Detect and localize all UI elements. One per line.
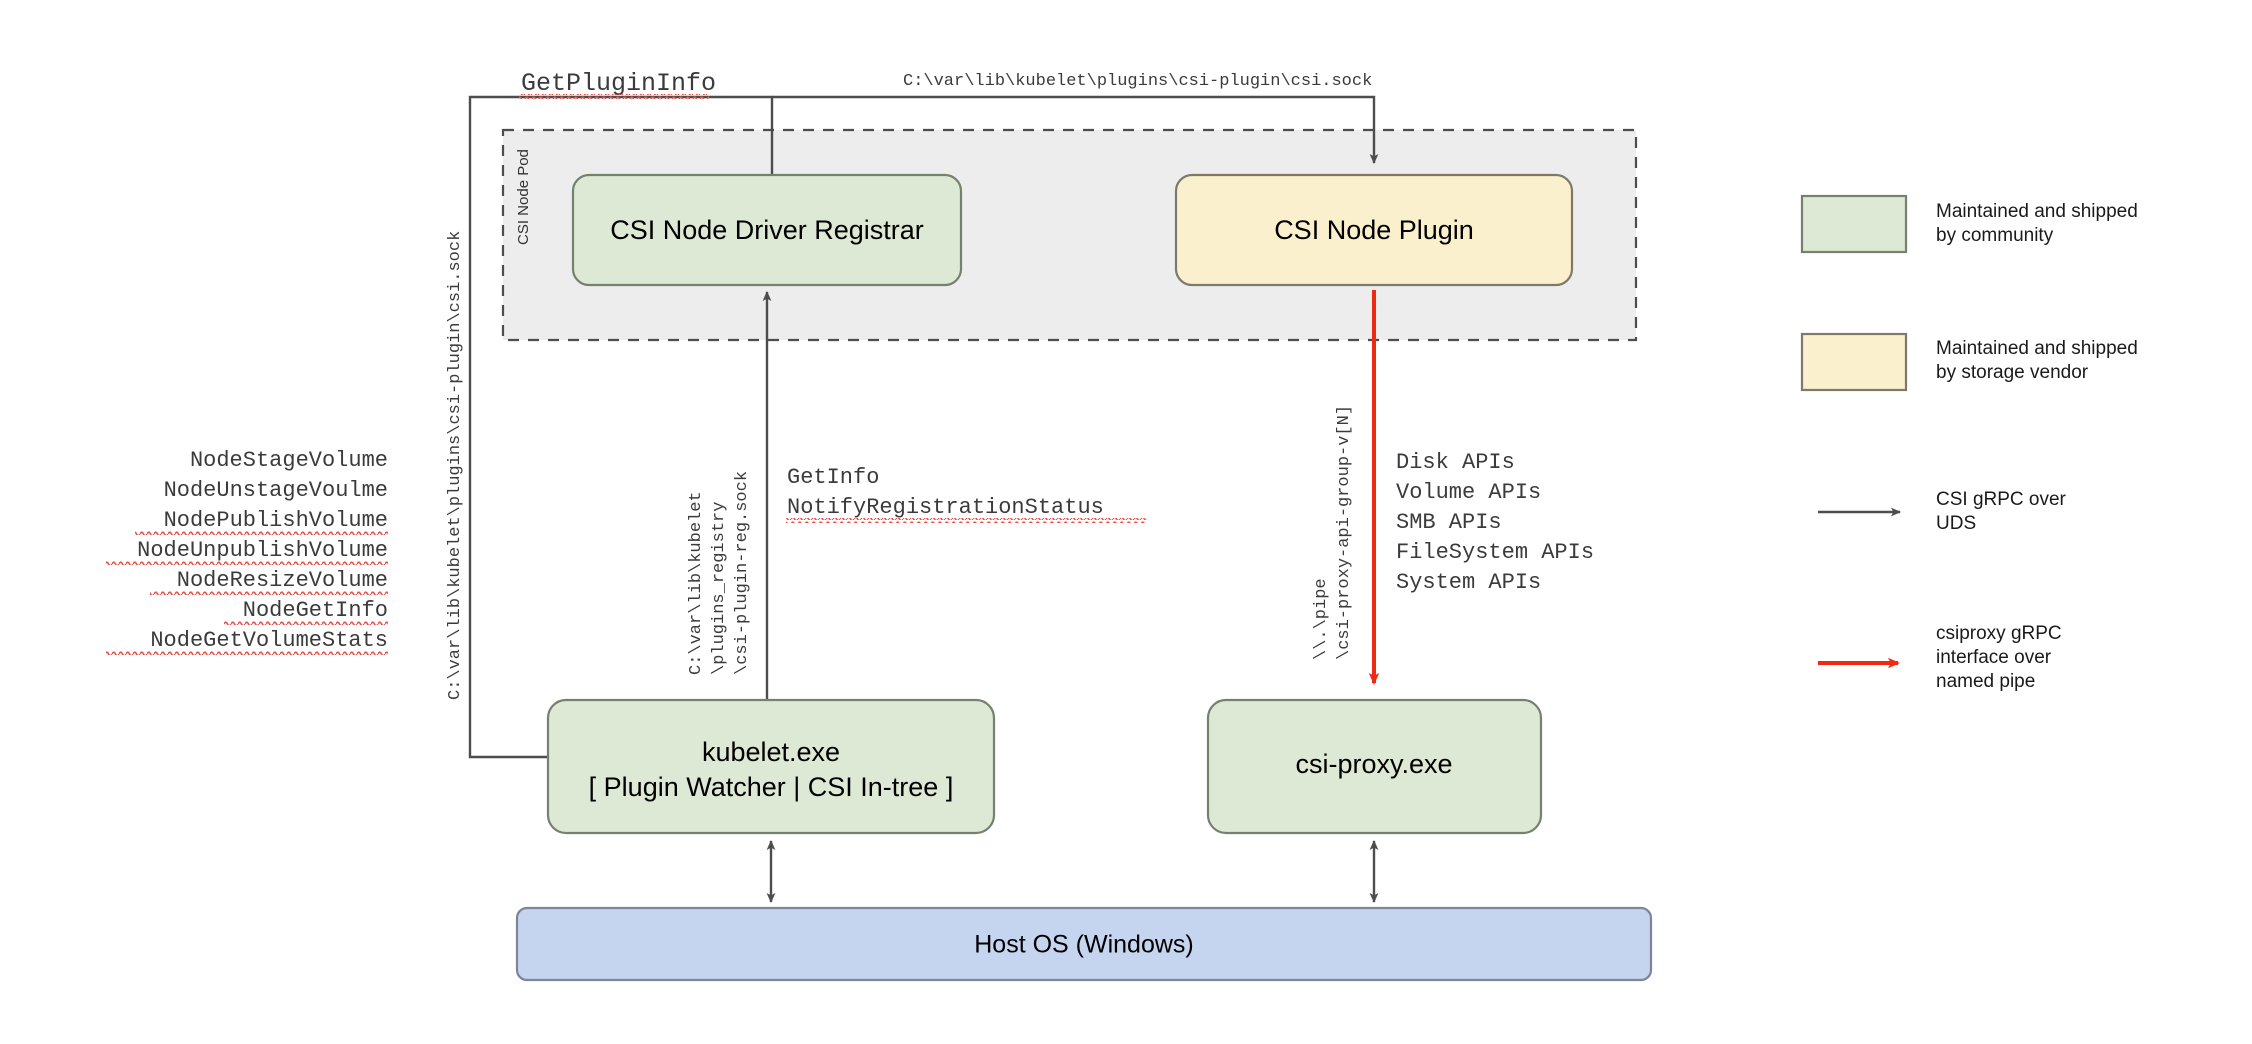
registration-call-notify: NotifyRegistrationStatus: [787, 495, 1104, 520]
legend-item-storage-vendor: Maintained and shipped by storage vendor: [1800, 332, 2138, 392]
registration-call-get-info: GetInfo: [787, 465, 879, 490]
host-os-label: Host OS (Windows): [974, 931, 1193, 959]
csi-proxy-box[interactable]: [1206, 698, 1543, 835]
get-plugin-info-label: GetPluginInfo: [521, 69, 716, 98]
legend-item-csiproxy-named-pipe: csiproxy gRPC interface over named pipe: [1818, 623, 2062, 692]
api-group-volume: Volume APIs: [1396, 480, 1541, 505]
call-node-stage-volume: NodeStageVolume: [190, 448, 388, 473]
legend-uds-line-1: CSI gRPC over: [1936, 489, 2067, 510]
legend-swatch-community: [1800, 194, 1908, 254]
host-os-box[interactable]: [515, 906, 1653, 982]
edge-registration: C:\var\lib\kubelet \plugins_registry \cs…: [687, 291, 1147, 700]
kubelet-box[interactable]: [546, 698, 996, 835]
registry-path-line-2: \plugins_registry: [710, 502, 729, 675]
legend-pipe-line-2: interface over: [1936, 647, 2052, 668]
registry-path-line-3: \csi-plugin-reg.sock: [733, 471, 752, 675]
legend-item-community: Maintained and shipped by community: [1800, 194, 2138, 254]
kubelet-label-line-1: kubelet.exe: [702, 737, 840, 767]
call-node-get-info: NodeGetInfo: [243, 598, 388, 623]
node-host-os[interactable]: Host OS (Windows): [515, 906, 1653, 982]
edge-get-plugin-info: GetPluginInfo C:\var\lib\kubelet\plugins…: [446, 69, 774, 759]
legend-pipe-line-3: named pipe: [1936, 671, 2035, 692]
legend-item-csi-grpc-uds: CSI gRPC over UDS: [1818, 489, 2067, 534]
api-group-filesystem: FileSystem APIs: [1396, 540, 1594, 565]
named-pipe-label-2: \csi-proxy-api-group-v[N]: [1335, 405, 1354, 660]
node-kubelet-exe[interactable]: kubelet.exe [ Plugin Watcher | CSI In-tr…: [546, 698, 996, 835]
named-pipe-label-1: \\.\pipe: [1312, 578, 1331, 660]
node-plugin-label: CSI Node Plugin: [1274, 215, 1474, 245]
legend-pipe-line-1: csiproxy gRPC: [1936, 623, 2062, 644]
legend-vendor-line-1: Maintained and shipped: [1936, 338, 2138, 359]
registrar-box[interactable]: [571, 173, 963, 287]
edge-csiproxy-named-pipe: \\.\pipe \csi-proxy-api-group-v[N]: [1312, 290, 1380, 685]
call-node-unpublish-volume: NodeUnpublishVolume: [137, 538, 388, 563]
legend-community-line-1: Maintained and shipped: [1936, 201, 2138, 222]
spellcheck-squiggle-get-plugin-info: [519, 94, 709, 99]
csi-sock-vertical-label: C:\var\lib\kubelet\plugins\csi-plugin\cs…: [446, 231, 465, 700]
spellcheck-squiggle-3: [135, 531, 388, 536]
api-group-disk: Disk APIs: [1396, 450, 1515, 475]
spellcheck-squiggle-4: [106, 561, 388, 566]
spellcheck-squiggle-notify: [786, 518, 1147, 523]
pod-label: CSI Node Pod: [515, 149, 532, 245]
csi-proxy-label: csi-proxy.exe: [1295, 749, 1452, 779]
node-plugin-box[interactable]: [1174, 173, 1574, 287]
edge-csi-sock-to-node-plugin: C:\var\lib\kubelet\plugins\csi-plugin\cs…: [772, 72, 1379, 164]
node-csi-node-driver-registrar[interactable]: CSI Node Driver Registrar: [571, 173, 963, 287]
legend-community-line-2: by community: [1936, 225, 2054, 246]
spellcheck-squiggle-6: [224, 621, 388, 626]
registry-path-line-1: C:\var\lib\kubelet: [687, 491, 706, 675]
csi-sock-line: [772, 95, 1379, 164]
registrar-label: CSI Node Driver Registrar: [610, 215, 924, 245]
spellcheck-squiggle-7: [106, 651, 388, 656]
api-group-smb: SMB APIs: [1396, 510, 1502, 535]
call-node-resize-volume: NodeResizeVolume: [177, 568, 388, 593]
csi-proxy-api-group-list: Disk APIs Volume APIs SMB APIs FileSyste…: [1396, 450, 1594, 595]
legend: Maintained and shipped by community Main…: [1800, 194, 2138, 692]
node-csi-node-plugin[interactable]: CSI Node Plugin: [1174, 173, 1574, 287]
node-csi-proxy-exe[interactable]: csi-proxy.exe: [1206, 698, 1543, 835]
legend-vendor-line-2: by storage vendor: [1936, 362, 2089, 383]
csi-sock-top-label: C:\var\lib\kubelet\plugins\csi-plugin\cs…: [903, 72, 1372, 91]
api-group-system: System APIs: [1396, 570, 1541, 595]
get-plugin-info-line: [468, 95, 774, 759]
call-node-unstage-volume: NodeUnstageVoulme: [164, 478, 388, 503]
legend-uds-line-2: UDS: [1936, 513, 1976, 534]
kubelet-label-line-2: [ Plugin Watcher | CSI In-tree ]: [589, 772, 954, 802]
spellcheck-squiggle-5: [150, 591, 388, 596]
csi-node-service-call-list: NodeStageVolume NodeUnstageVoulme NodePu…: [106, 448, 388, 656]
call-node-get-volume-stats: NodeGetVolumeStats: [150, 628, 388, 653]
call-node-publish-volume: NodePublishVolume: [164, 508, 388, 533]
legend-swatch-vendor: [1800, 332, 1908, 392]
